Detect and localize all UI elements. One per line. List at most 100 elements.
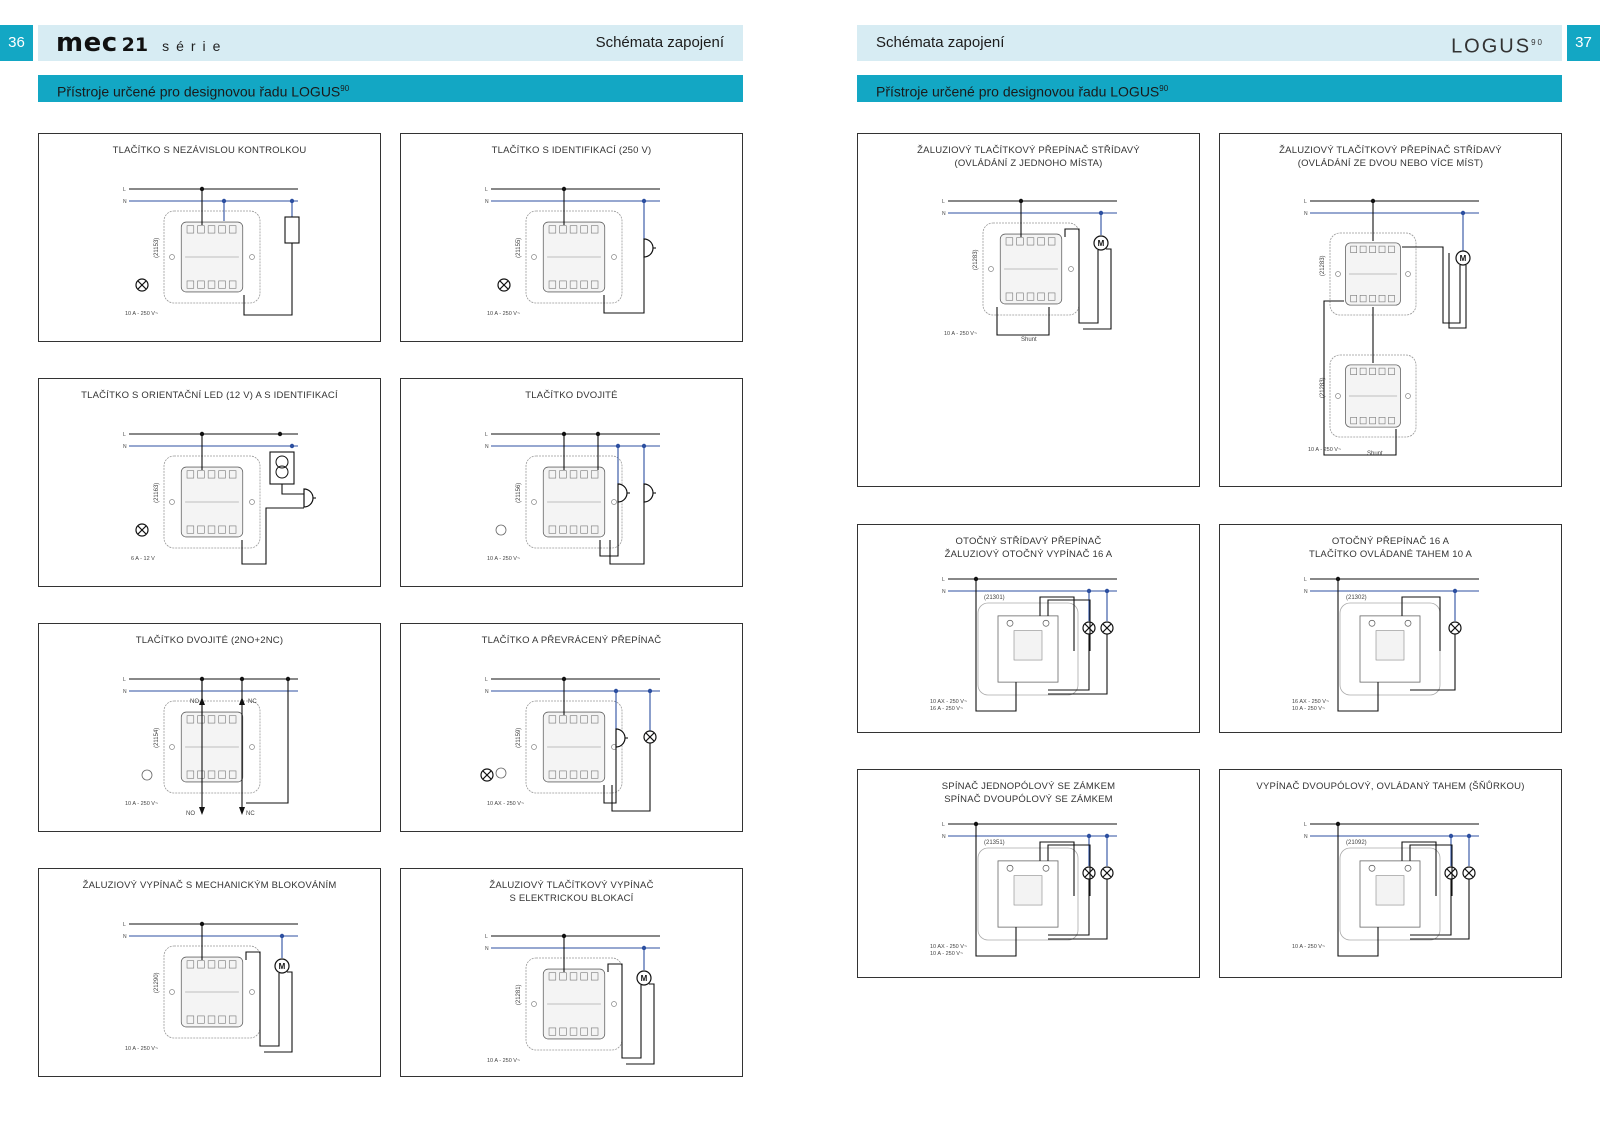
- lamp-icon: [480, 768, 494, 782]
- device-code-label: (21302): [1346, 595, 1367, 601]
- wiring-diagram: LN(21302): [1304, 576, 1479, 712]
- page-number-right: 37: [1567, 25, 1600, 61]
- device-code-label: (21159): [516, 728, 522, 748]
- wire-label-l: L: [485, 934, 488, 940]
- wire: [1337, 824, 1379, 957]
- wire: [607, 963, 642, 1059]
- rating-label: 10 A - 250 V~: [125, 801, 159, 807]
- panel-title: TLAČÍTKO S ORIENTAČNÍ LED (12 V) A S IDE…: [81, 390, 338, 401]
- wire: [1337, 579, 1379, 712]
- wire: [1448, 253, 1467, 329]
- panel-title: TLAČÍTKO A PŘEVRÁCENÝ PŘEPÍNAČ: [481, 635, 662, 646]
- wire: [1323, 300, 1397, 456]
- wire-label-n: N: [123, 689, 127, 695]
- lamp-icon: [135, 523, 149, 537]
- wiring-diagram: LN(21301): [942, 576, 1117, 712]
- led-icon: [141, 769, 153, 781]
- wire: [975, 579, 1017, 712]
- arrow-up-icon: [199, 697, 205, 705]
- rating-label: 10 AX - 250 V~: [487, 801, 525, 807]
- wiring-panel: ŽALUZIOVÝ TLAČÍTKOVÝ PŘEPÍNAČ STŘÍDAVÝ (…: [1219, 133, 1562, 487]
- rating-label: 10 A - 250 V~: [944, 331, 978, 337]
- panel-title: OTOČNÝ STŘÍDAVÝ PŘEPÍNAČ ŽALUZIOVÝ OTOČN…: [944, 536, 1113, 560]
- wiring-diagram: LN(21281)M: [485, 933, 660, 1065]
- panel-title: ŽALUZIOVÝ VYPÍNAČ S MECHANICKÝM BLOKOVÁN…: [82, 880, 337, 891]
- header-title-right: Schémata zapojení: [876, 34, 1005, 51]
- rating-label: 10 A - 250 V~: [487, 311, 521, 317]
- wire: [1402, 246, 1461, 324]
- lamp-icon: [1444, 866, 1458, 880]
- switch-mechanism: [977, 602, 1079, 696]
- wire: [626, 983, 655, 1065]
- no-label: NO: [186, 811, 195, 817]
- wire: [281, 484, 304, 495]
- device-code-label: (21156): [516, 483, 522, 503]
- wire: [1410, 879, 1470, 940]
- wire: [611, 743, 651, 812]
- wiring-diagram: LN(21156): [485, 431, 660, 565]
- device-code-label: (21283): [1320, 255, 1326, 276]
- wire: [264, 971, 293, 1053]
- wire-label-n: N: [123, 934, 127, 940]
- wire-label-l: L: [123, 432, 126, 438]
- wire: [1410, 879, 1452, 936]
- lamp-icon: [1082, 866, 1096, 880]
- panel-title: TLAČÍTKO DVOJITÉ (2NO+2NC): [135, 635, 284, 646]
- wire-label-n: N: [1304, 589, 1308, 595]
- wire-label-n: N: [1304, 834, 1308, 840]
- wire: [1409, 844, 1453, 896]
- bell-icon: [615, 728, 628, 748]
- wiring-panel: SPÍNAČ JEDNOPÓLOVÝ SE ZÁMKEM SPÍNAČ DVOU…: [857, 769, 1200, 978]
- device-code-label: (21163): [154, 483, 160, 503]
- nc-label: NC: [248, 699, 257, 705]
- rating-label: 10 AX - 250 V~ 10 A - 250 V~: [930, 944, 968, 957]
- arrow-up-icon: [239, 697, 245, 705]
- panel-title: VYPÍNAČ DVOUPÓLOVÝ, OVLÁDANÝ TAHEM (ŠŇŮR…: [1256, 781, 1525, 792]
- rating-label: 10 A - 250 V~: [1292, 944, 1326, 950]
- wiring-diagram: LN(21283)(21283)M: [1304, 198, 1479, 456]
- wire-label-n: N: [485, 199, 489, 205]
- header-bar-right: Schémata zapojení LOGUS90: [857, 25, 1562, 61]
- wiring-panel: ŽALUZIOVÝ TLAČÍTKOVÝ VYPÍNAČ S ELEKTRICK…: [400, 868, 743, 1077]
- wire: [1064, 228, 1099, 324]
- wire-label-l: L: [942, 577, 945, 583]
- switch-mechanism: [1329, 354, 1417, 438]
- switch-mechanism: [977, 847, 1079, 941]
- wiring-panel: ŽALUZIOVÝ VYPÍNAČ S MECHANICKÝM BLOKOVÁN…: [38, 868, 381, 1077]
- panel-title: SPÍNAČ JEDNOPÓLOVÝ SE ZÁMKEM SPÍNAČ DVOU…: [941, 781, 1116, 805]
- switch-mechanism: [525, 455, 623, 549]
- wire: [1048, 879, 1108, 940]
- wiring-diagram: LN(21159): [480, 676, 660, 812]
- arrow-down-icon: [199, 807, 205, 815]
- bell-icon: [643, 483, 656, 503]
- wire-label-n: N: [123, 199, 127, 205]
- wire-label-n: N: [485, 689, 489, 695]
- wire: [241, 507, 304, 565]
- rating-label: 10 A - 250 V~: [125, 1046, 159, 1052]
- nc-label: NC: [246, 811, 255, 817]
- bell-icon: [617, 483, 630, 503]
- device-code-label: (21301): [984, 595, 1005, 601]
- rating-label: 6 A - 12 V: [131, 556, 155, 562]
- device-code-label: (21154): [154, 728, 160, 748]
- shunt-label: Shunt: [1367, 451, 1383, 457]
- transformer-icon: [275, 455, 289, 469]
- wire: [243, 243, 293, 316]
- motor-icon: M: [636, 970, 652, 986]
- switch-mechanism: [163, 945, 261, 1039]
- wire-label-l: L: [123, 187, 126, 193]
- wiring-panel: VYPÍNAČ DVOUPÓLOVÝ, OVLÁDANÝ TAHEM (ŠŇŮR…: [1219, 769, 1562, 978]
- wiring-panel: TLAČÍTKO S ORIENTAČNÍ LED (12 V) A S IDE…: [38, 378, 381, 587]
- shunt-label: Shunt: [1021, 337, 1037, 343]
- wiring-panel: OTOČNÝ PŘEPÍNAČ 16 A TLAČÍTKO OVLÁDANÉ T…: [1219, 524, 1562, 733]
- wire: [1410, 634, 1456, 691]
- section-title-right: Přístroje určené pro designovou řadu LOG…: [857, 75, 1562, 102]
- lamp-icon: [135, 278, 149, 292]
- switch-mechanism: [1329, 232, 1417, 316]
- rating-label: 10 AX - 250 V~ 16 A - 250 V~: [930, 699, 968, 712]
- wire-label-n: N: [942, 834, 946, 840]
- switch-mechanism: [163, 210, 261, 304]
